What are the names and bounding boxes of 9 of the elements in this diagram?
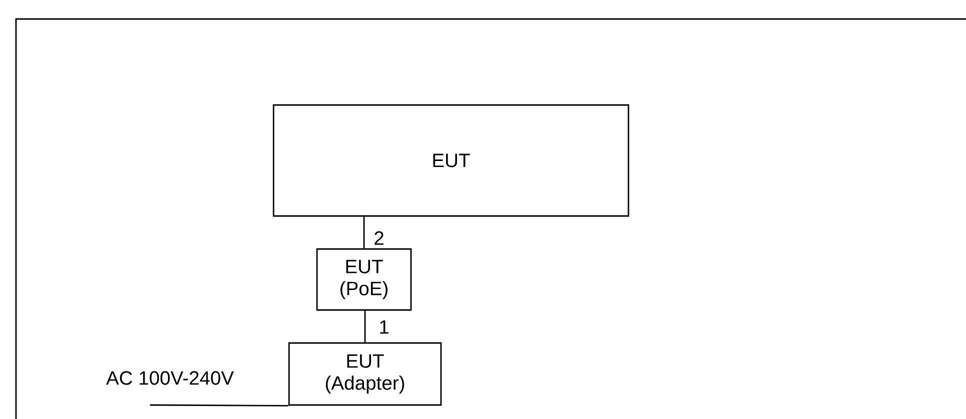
- edge-label: AC 100V-240V: [106, 371, 234, 385]
- connection-line: [364, 310, 366, 342]
- device-box: EUT (Adapter): [288, 342, 442, 406]
- edge-label: 2: [374, 231, 384, 245]
- device-box: EUT (PoE): [316, 248, 412, 311]
- edge-label: 1: [380, 320, 388, 334]
- connection-line: [363, 216, 365, 248]
- device-box: EUT: [272, 104, 630, 217]
- connection-line: [150, 404, 288, 406]
